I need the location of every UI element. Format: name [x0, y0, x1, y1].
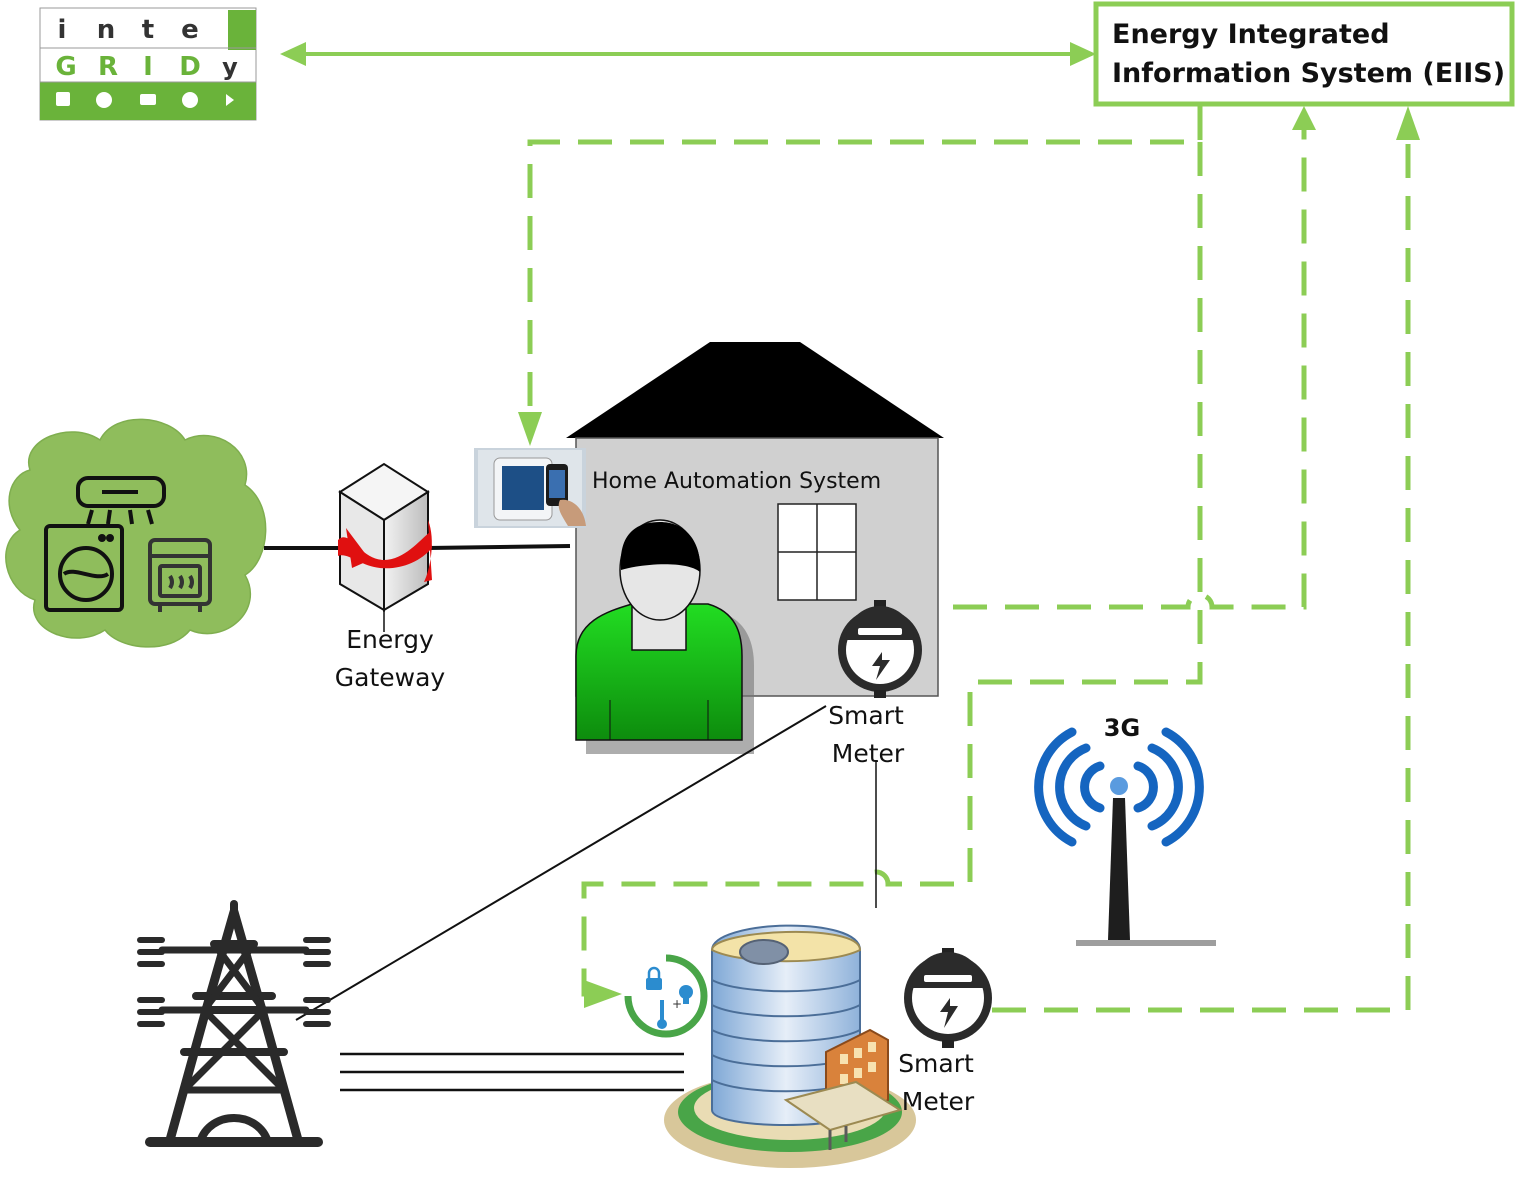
transmission-tower-icon — [137, 900, 331, 1147]
air-conditioner-icon — [76, 476, 166, 525]
globe-icon — [182, 92, 198, 108]
logo-letter: y — [222, 53, 238, 81]
building-smart-meter-icon — [904, 948, 992, 1048]
svg-text:+: + — [672, 997, 682, 1011]
logo-letter: n — [97, 15, 116, 45]
building-automation-icon: + — [623, 953, 708, 1038]
power-line-home — [264, 544, 571, 550]
logo-icons — [56, 92, 234, 108]
washing-machine-icon — [44, 524, 124, 612]
gateway-label-line2: Gateway — [335, 663, 446, 692]
office-building-icon — [664, 924, 916, 1168]
3g-antenna-icon: 3G — [1034, 714, 1216, 946]
3g-label: 3G — [1104, 714, 1140, 742]
appliance-cloud — [5, 418, 267, 648]
link-arrowheads — [518, 106, 1420, 1008]
logo-letter: D — [179, 52, 201, 82]
recycle-icon — [226, 94, 234, 106]
eiis-title-line1: Energy Integrated — [1112, 19, 1390, 50]
flag-leaf-icon — [56, 92, 70, 106]
electric-car-icon — [96, 92, 112, 108]
gateway-label-line1: Energy — [346, 625, 434, 654]
home-smart-meter-icon — [838, 600, 922, 698]
oven-icon — [148, 538, 212, 612]
home-automation-panel-icon — [474, 448, 586, 528]
eiis-box: Energy Integrated Information System (EI… — [1093, 1, 1515, 107]
home-meter-label-line1: Smart — [828, 701, 904, 730]
logo-eiis-link — [280, 42, 1096, 66]
person-icon — [575, 519, 754, 754]
building-meter-label-line1: Smart — [898, 1049, 974, 1078]
link-building-meter-eiis — [992, 140, 1411, 1013]
integridy-logo: i n t e G R I D y — [39, 7, 257, 121]
energy-gateway-icon — [338, 462, 432, 632]
logo-letter: e — [181, 15, 199, 45]
logo-letter: G — [55, 52, 76, 82]
home-automation-label: Home Automation System — [592, 469, 881, 494]
logo-top-row: i n t e — [58, 15, 199, 45]
home-meter-label-line2: Meter — [832, 739, 905, 768]
house-window — [777, 503, 857, 601]
logo-letter: t — [142, 15, 154, 45]
logo-letter: I — [143, 52, 153, 82]
logo-mid-row: G R I D y — [55, 52, 238, 82]
link-eiis-building-automation — [581, 142, 1203, 997]
logo-letter: i — [58, 15, 67, 45]
eiis-title-line2: Information System (EIIS) — [1112, 58, 1505, 89]
communication-links — [527, 106, 1411, 1013]
battery-icon — [140, 94, 156, 105]
building-meter-label-line2: Meter — [902, 1087, 975, 1116]
link-eiis-home-automation — [527, 106, 1203, 418]
power-lines-grid — [295, 705, 877, 1092]
logo-letter: R — [98, 52, 118, 82]
link-home-meter-eiis — [931, 130, 1307, 640]
